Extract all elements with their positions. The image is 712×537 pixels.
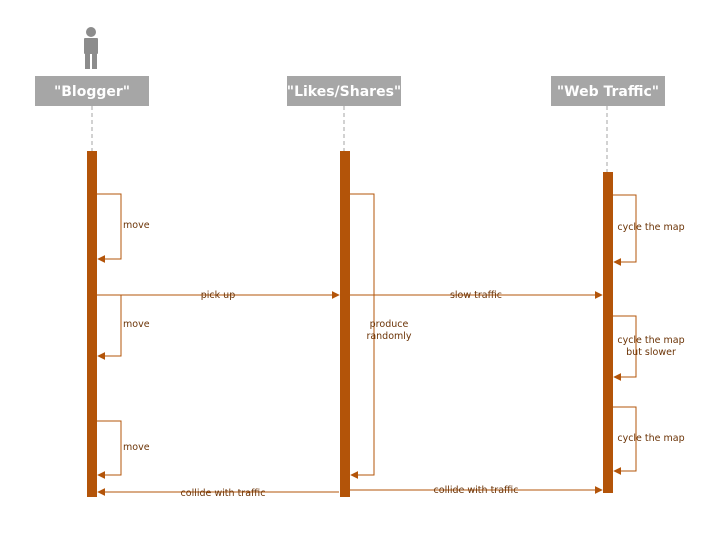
participant-likes-shares: "Likes/Shares"	[287, 76, 401, 106]
message-label: collide with traffic	[434, 485, 519, 496]
message-label: slow traffic	[450, 290, 502, 301]
message-label: but slower	[626, 347, 676, 358]
message-label: move	[123, 220, 150, 231]
person-icon	[84, 27, 98, 69]
message-label: move	[123, 319, 150, 330]
activation-web-traffic	[603, 172, 613, 493]
participant-web-traffic: "Web Traffic"	[551, 76, 665, 106]
message-label: cycle the map	[617, 222, 684, 233]
self-message-produce-randomly	[350, 193, 375, 479]
self-message-cycle-the-map-slower	[613, 315, 637, 381]
message-label: randomly	[366, 331, 411, 342]
participant-label: "Blogger"	[54, 84, 130, 100]
message-label: cycle the map	[617, 335, 684, 346]
participant-label: "Web Traffic"	[557, 84, 659, 100]
self-message-move-2	[97, 294, 122, 360]
message-label: collide with traffic	[181, 488, 266, 499]
activation-blogger	[87, 151, 97, 497]
message-label: pick up	[201, 290, 235, 301]
self-message-move-3	[97, 420, 122, 479]
activation-likes-shares	[340, 151, 350, 497]
self-message-move-1	[97, 193, 122, 263]
self-message-cycle-the-map-1	[613, 194, 637, 266]
self-message-cycle-the-map-2	[613, 406, 637, 475]
participant-label: "Likes/Shares"	[287, 84, 401, 100]
message-label: cycle the map	[617, 433, 684, 444]
message-label: move	[123, 442, 150, 453]
message-label: produce	[370, 319, 409, 330]
participant-blogger: "Blogger"	[35, 76, 149, 106]
